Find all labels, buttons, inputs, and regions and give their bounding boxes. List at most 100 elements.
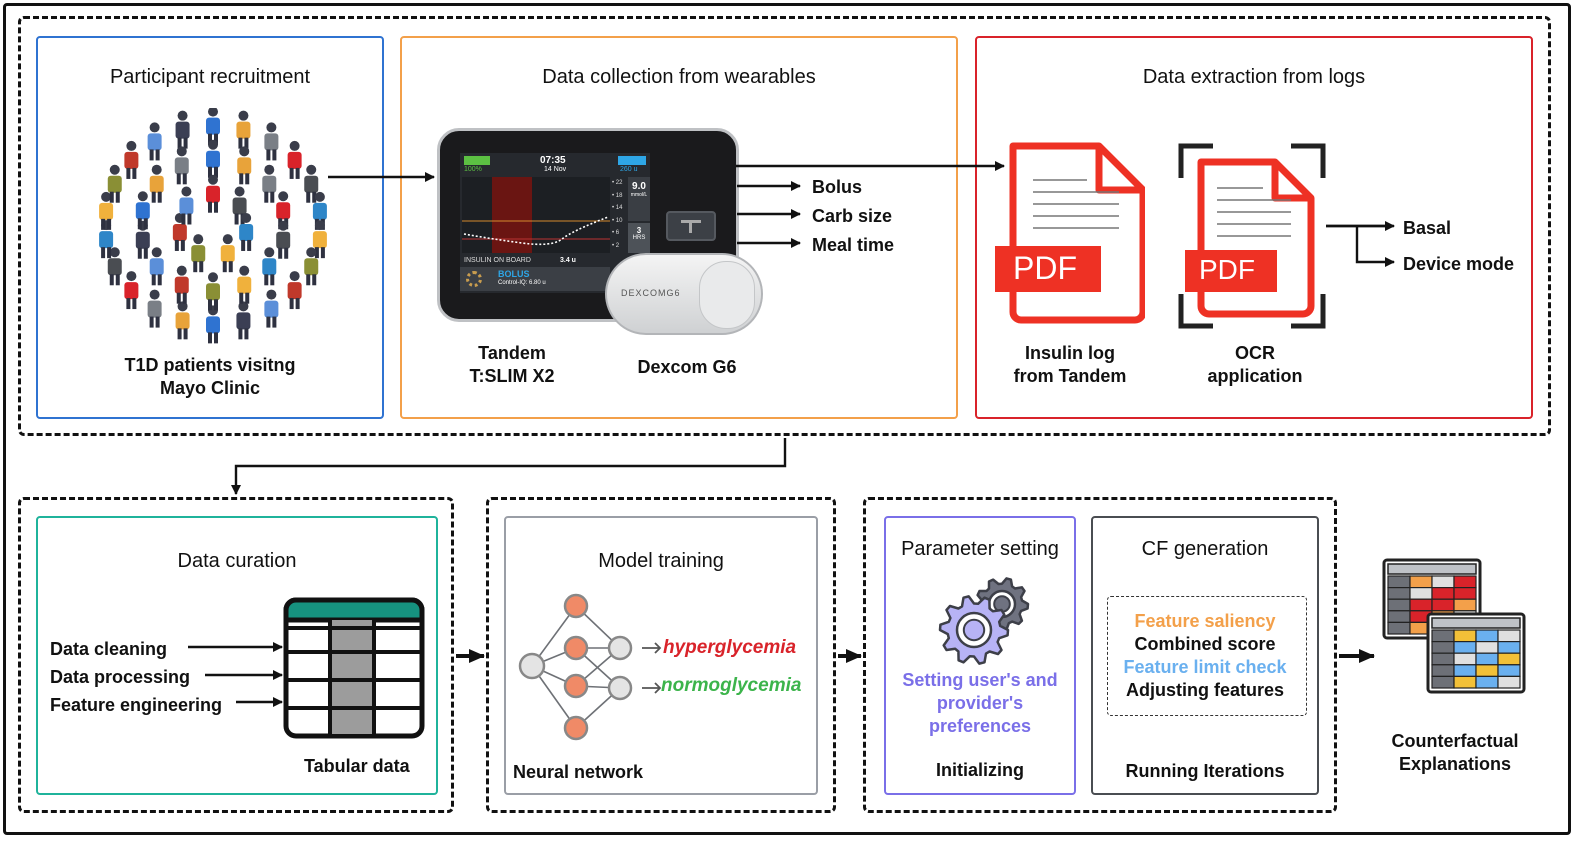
screen-hours-unit: HRS — [632, 235, 646, 241]
participant-recruitment-panel: Participant recruitment T1D patients vis… — [36, 36, 384, 419]
insulin-log-caption-line1: Insulin log — [1025, 343, 1115, 363]
step-data-cleaning: Data cleaning — [50, 639, 168, 659]
person-figure — [179, 186, 194, 225]
model-training-panel: Model training hyperglycemia normoglycem… — [504, 516, 818, 795]
screen-scale-tick: • 6 — [612, 230, 620, 236]
parameter-description: Setting user's and provider's preference… — [886, 669, 1074, 738]
tandem-pump-device: 100% 07:35 14 Nov 260 u • 22• 18• 14• 10… — [437, 128, 739, 322]
recruitment-caption-line2: Mayo Clinic — [159, 378, 261, 398]
person-figure — [304, 247, 319, 286]
person-figure — [124, 271, 139, 310]
screen-iob-value: 3.4 u — [560, 257, 576, 264]
outer-frame — [3, 3, 1571, 835]
person-figure — [206, 139, 220, 178]
person-figure — [232, 186, 247, 225]
pump-t-button — [666, 211, 716, 241]
screen-control-iq: Control-IQ: 6.80 u — [498, 280, 546, 286]
counterfactual-caption: Counterfactual Explanations — [1368, 730, 1542, 776]
recruitment-caption: T1D patients visitng Mayo Clinic — [38, 354, 382, 400]
cf-step-feature-saliency: Feature saliency — [1134, 611, 1276, 631]
person-figure — [174, 146, 189, 185]
pump-caption-line2: T:SLIM X2 — [469, 366, 555, 386]
screen-scale: • 22 • 18 • 14 • 10 • 6 • 2 — [612, 177, 626, 253]
person-figure — [107, 247, 122, 286]
person-figure — [264, 122, 279, 161]
screen-iob-label: INSULIN ON BOARD — [464, 257, 531, 264]
screen-hours-box: 3 HRS — [628, 223, 650, 253]
class-hyperglycemia: hyperglycemia — [663, 637, 797, 658]
person-figure — [236, 301, 251, 340]
person-figure — [237, 265, 252, 304]
person-figure — [175, 301, 190, 340]
tabular-data-icon — [283, 597, 425, 739]
screen-bolus-row: BOLUS Control-IQ: 6.80 u — [460, 267, 610, 291]
screen-glucose-unit: mmol/L — [630, 192, 648, 198]
screen-graph — [462, 177, 610, 253]
person-figure — [304, 164, 319, 203]
screen-bolus-label: BOLUS — [498, 269, 530, 279]
ocr-scan-frame-icon — [1178, 143, 1326, 329]
person-figure — [107, 164, 122, 203]
training-title: Model training — [598, 550, 724, 572]
curation-group — [18, 497, 454, 813]
person-figure — [206, 272, 220, 311]
cf-step-adjusting-features: Adjusting features — [1125, 680, 1285, 700]
person-figure — [206, 305, 220, 344]
pump-caption: Tandem T:SLIM X2 — [442, 342, 582, 388]
ocr-caption-line1: OCR — [1235, 343, 1275, 363]
screen-scale-tick: • 18 — [612, 192, 623, 199]
screen-scale-tick: • 14 — [612, 205, 623, 211]
output-bolus: Bolus — [812, 177, 863, 197]
screen-insulin-bar — [618, 156, 646, 165]
ocr-caption: OCR application — [1177, 342, 1333, 388]
person-figure — [220, 234, 235, 273]
logs-title: Data extraction from logs — [1142, 66, 1366, 88]
curation-title: Data curation — [177, 550, 297, 572]
person-figure — [237, 146, 252, 185]
parameter-setting-panel: Parameter setting Setting user's and pro… — [884, 516, 1076, 795]
person-figure — [174, 265, 189, 304]
gears-icon — [938, 577, 1030, 665]
class-normoglycemia: normoglycemia — [661, 675, 802, 696]
screen-time: 07:35 — [540, 155, 566, 166]
cf-group — [863, 497, 1337, 813]
counterfactual-caption-line2: Explanations — [1398, 754, 1512, 774]
data-curation-panel: Data curation Data cleaning Data process… — [36, 516, 438, 795]
person-figure — [124, 140, 139, 179]
top-stage-group — [18, 16, 1551, 436]
screen-scale-tick: • 22 — [612, 180, 623, 186]
person-figure — [149, 247, 164, 286]
insulin-log-caption-line2: from Tandem — [1013, 366, 1127, 386]
cf-step-combined-score: Combined score — [1134, 634, 1276, 654]
person-figure — [262, 247, 277, 286]
cf-steps-box — [1107, 596, 1307, 716]
ocr-pdf-icon — [1185, 158, 1315, 318]
screen-scale-tick: • 10 — [612, 217, 623, 224]
tabular-data-caption: Tabular data — [304, 756, 410, 776]
person-figure — [206, 174, 220, 213]
screen-battery-text: 100% — [464, 166, 482, 173]
person-figure — [99, 191, 114, 230]
person-figure — [239, 212, 254, 251]
recruitment-title: Participant recruitment — [109, 66, 311, 88]
person-figure — [206, 108, 220, 145]
screen-date: 14 Nov — [544, 166, 567, 173]
counterfactual-tables-icon — [1382, 558, 1526, 694]
cf-step-feature-limit-check: Feature limit check — [1123, 657, 1287, 677]
output-basal: Basal — [1403, 218, 1452, 238]
screen-graph-highlight — [492, 177, 532, 253]
step-data-processing: Data processing — [50, 667, 191, 687]
cf-steps: Feature saliency Combined score Feature … — [1093, 610, 1317, 702]
step-feature-engineering: Feature engineering — [50, 695, 223, 715]
ocr-pdf-text: PDF — [1199, 254, 1255, 285]
person-figure — [264, 289, 279, 328]
cf-generation-panel: CF generation Feature saliency Combined … — [1091, 516, 1319, 795]
person-figure — [312, 220, 327, 259]
insulin-log-pdf-text: PDF — [1013, 250, 1077, 286]
wearables-title: Data collection from wearables — [542, 66, 816, 88]
insulin-log-caption: Insulin log from Tandem — [995, 342, 1145, 388]
person-figure — [262, 164, 277, 203]
insulin-log-pdf-icon — [995, 142, 1145, 324]
screen-scale-tick: • 2 — [612, 242, 620, 249]
screen-hours-value: 3 — [636, 226, 642, 235]
